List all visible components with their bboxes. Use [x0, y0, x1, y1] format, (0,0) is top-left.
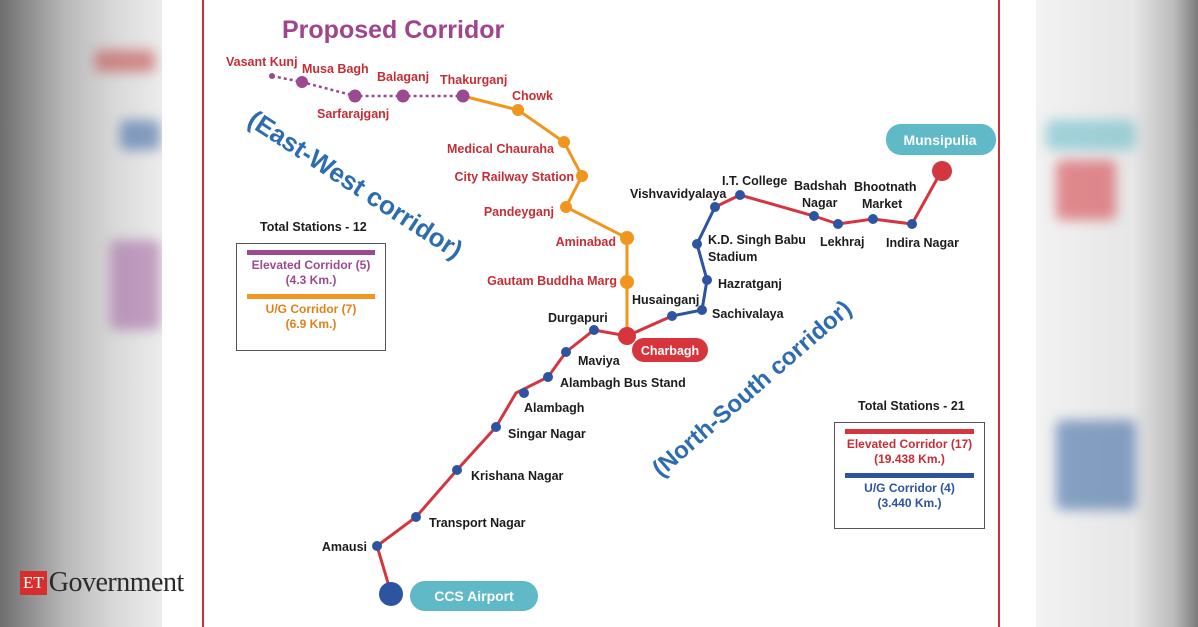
station-dot [372, 541, 382, 551]
station-label: Lekhraj [820, 235, 864, 249]
station-label: Maviya [578, 354, 621, 368]
station-label: Pandeyganj [484, 205, 554, 219]
station-label: Sachivalaya [712, 307, 785, 321]
et-logo-text: Government [48, 567, 184, 598]
legend-detail: (19.438 Km.) [874, 452, 945, 466]
station-dot [620, 275, 634, 289]
munsipulia-label: Munsipulia [903, 132, 976, 148]
station-label: Indira Nagar [886, 236, 959, 250]
metro-map: Proposed Corridor [162, 0, 1036, 627]
et-logo-box: ET [20, 571, 47, 595]
station-dot [456, 89, 470, 103]
blurred-background-left [0, 0, 162, 627]
legend-swatch-ew-elevated [247, 250, 375, 255]
station-dot [576, 170, 588, 182]
station-dot [396, 89, 410, 103]
munsipulia-pill [886, 124, 996, 155]
airport-pill [410, 581, 538, 611]
ew-ug-line [462, 94, 629, 336]
station-dot [558, 136, 570, 148]
station-dot [519, 388, 529, 398]
station-dot [543, 372, 553, 382]
legend-label: Elevated Corridor (5) [251, 258, 371, 272]
ns-total-stations: Total Stations - 21 [858, 399, 965, 413]
station-label: Nagar [802, 196, 838, 210]
airport-label: CCS Airport [434, 588, 514, 604]
station-label: K.D. Singh Babu [708, 233, 806, 247]
ew-total-stations: Total Stations - 12 [260, 220, 367, 234]
map-border-left [202, 0, 204, 627]
station-dot [411, 512, 421, 522]
ns-legend: Elevated Corridor (17) (19.438 Km.) U/G … [834, 422, 985, 529]
station-label: Market [862, 197, 903, 211]
legend-detail: (4.3 Km.) [285, 273, 337, 287]
legend-swatch-ew-ug [247, 294, 375, 299]
station-label: Gautam Buddha Marg [487, 274, 617, 288]
station-dot [667, 311, 677, 321]
station-label: Vasant Kunj [226, 55, 298, 69]
station-label: Durgapuri [548, 311, 608, 325]
station-dot [296, 76, 308, 88]
station-dot [702, 275, 712, 285]
station-dot [348, 89, 362, 103]
station-label: Medical Chauraha [447, 142, 555, 156]
station-label: Stadium [708, 250, 757, 264]
interchange-dot [618, 327, 636, 345]
station-label: Bhootnath [854, 180, 916, 194]
map-title: Proposed Corridor [282, 16, 505, 44]
ew-legend: Elevated Corridor (5) (4.3 Km.) U/G Corr… [236, 243, 386, 351]
station-label: Thakurganj [440, 73, 507, 87]
east-west-corridor-label: (East-West corridor) [243, 104, 469, 265]
terminal-dot-south [379, 582, 403, 606]
station-label: Krishana Nagar [471, 469, 564, 483]
station-label: Aminabad [556, 235, 616, 249]
station-label: Balaganj [377, 70, 429, 84]
station-label: Alambagh Bus Stand [560, 376, 686, 390]
station-label: Sarfarajganj [317, 107, 389, 121]
legend-label: U/G Corridor (4) [864, 481, 955, 495]
station-label: Badshah [794, 179, 847, 193]
legend-swatch-ns-elevated [845, 429, 974, 434]
station-dot [907, 219, 917, 229]
station-label: Musa Bagh [302, 62, 369, 76]
station-dot [620, 231, 634, 245]
station-label: City Railway Station [455, 170, 574, 184]
station-dot [735, 190, 745, 200]
station-dot [589, 325, 599, 335]
station-dot [809, 211, 819, 221]
station-label: Singar Nagar [508, 427, 586, 441]
map-border-right [998, 0, 1000, 627]
et-government-logo: ET Government [20, 567, 184, 599]
legend-label: U/G Corridor (7) [265, 302, 357, 316]
station-label: Amausi [322, 540, 367, 554]
legend-swatch-ns-ug [845, 473, 974, 478]
station-dot [452, 465, 462, 475]
station-label: I.T. College [722, 174, 787, 188]
station-label: Alambagh [524, 401, 584, 415]
legend-label: Elevated Corridor (17) [846, 437, 973, 451]
station-dot [868, 214, 878, 224]
station-dot [560, 201, 572, 213]
legend-detail: (6.9 Km.) [285, 317, 337, 331]
station-label: Transport Nagar [429, 516, 526, 530]
blurred-background-right [1036, 0, 1198, 627]
station-label: Hazratganj [718, 277, 782, 291]
ns-elevated-line-south [375, 314, 673, 594]
station-dot [512, 104, 524, 116]
station-dot [561, 347, 571, 357]
station-dot [710, 202, 720, 212]
station-label: Chowk [512, 89, 553, 103]
station-dot [269, 73, 275, 79]
legend-detail: (3.440 Km.) [877, 496, 942, 510]
station-dot [692, 239, 702, 249]
station-label: Husainganj [632, 293, 699, 307]
station-dot [491, 422, 501, 432]
route-diagram: Proposed Corridor [226, 16, 996, 611]
charbagh-pill [632, 338, 708, 362]
station-dot [697, 305, 707, 315]
station-label: Vishvavidyalaya [630, 187, 727, 201]
station-dot [833, 219, 843, 229]
charbagh-label: Charbagh [641, 344, 699, 358]
terminal-dot-north [932, 161, 952, 181]
